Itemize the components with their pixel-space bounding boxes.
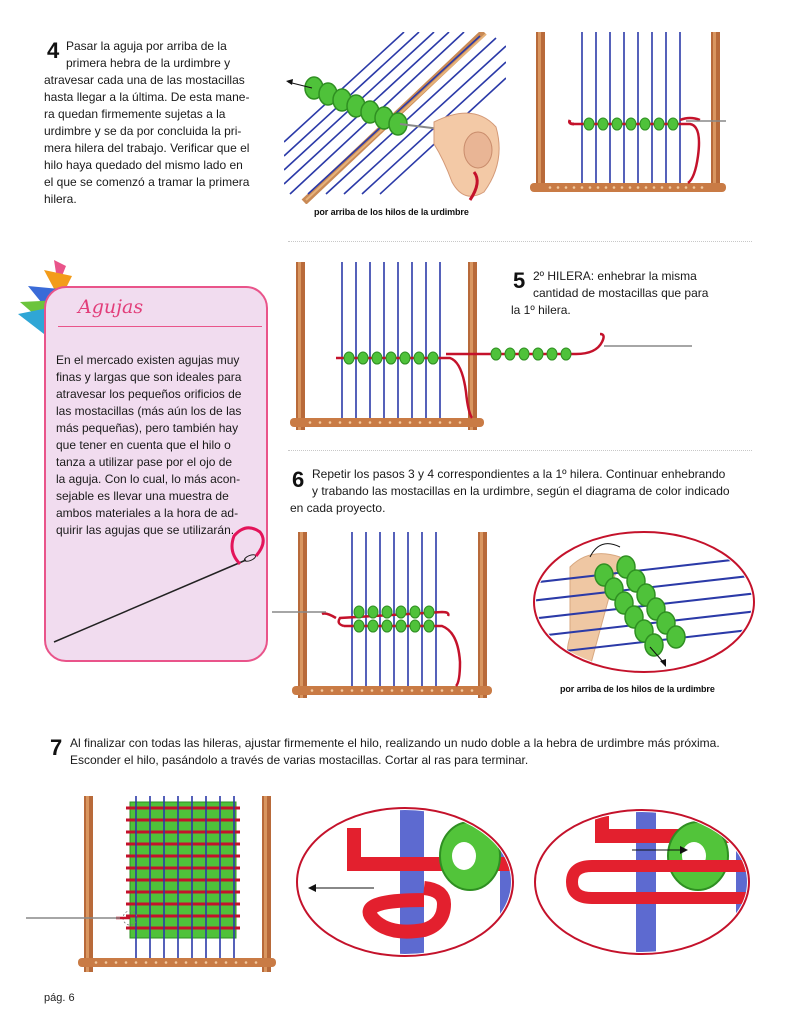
agujas-line: más pequeñas), pero también hay — [56, 421, 239, 435]
agujas-line: atravesar los pequeños orificios de — [56, 387, 242, 401]
agujas-title-underline — [58, 326, 262, 327]
agujas-line: las mostacillas (más aún los de las — [56, 404, 242, 418]
step-4-illustration-angled — [284, 32, 506, 204]
step-6-number: 6 — [292, 467, 305, 492]
separator — [288, 450, 752, 451]
needle-icon — [53, 526, 265, 643]
page-number: pág. 6 — [44, 992, 75, 1004]
step-6-caption: por arriba de los hilos de la urdimbre — [560, 684, 715, 694]
step-7-line: Al finalizar con todas las hileras, ajus… — [70, 736, 720, 750]
step-4-line: hilera. — [44, 192, 77, 206]
step-5-illustration-loom — [290, 262, 692, 430]
step-4-caption: por arriba de los hilos de la urdimbre — [314, 207, 469, 217]
step-7-text: Al finalizar con todas las hileras, ajus… — [70, 735, 770, 769]
step-6-line: en cada proyecto. — [290, 501, 386, 515]
agujas-line: finas y largas que son ideales para — [56, 370, 242, 384]
step-5-line: cantidad de mostacillas que para — [533, 286, 709, 300]
agujas-line: sejable es llevar una muestra de — [56, 489, 229, 503]
step-5-line: 2º HILERA: enhebrar la misma — [533, 269, 697, 283]
agujas-line: que tener en cuenta que el hilo o — [56, 438, 231, 452]
step-6-line: Repetir los pasos 3 y 4 correspondientes… — [312, 467, 726, 481]
step-5-line: la 1º hilera. — [511, 303, 571, 317]
agujas-line: quirir las agujas que se utilizarán. — [56, 523, 235, 537]
step-5-number: 5 — [513, 268, 526, 293]
agujas-line: ambos materiales a la hora de ad- — [56, 506, 239, 520]
step-6-detail-oval — [533, 531, 755, 673]
step-6-line: y trabando las mostacillas en la urdimbr… — [312, 484, 730, 498]
step-7-number: 7 — [50, 735, 63, 760]
step-4-number: 4 — [47, 38, 60, 63]
step-7-detail-oval-a — [296, 807, 514, 957]
step-4-illustration-loom — [530, 32, 726, 192]
step-4-line: primera hebra de la urdimbre y — [66, 56, 231, 70]
step-4-line: urdimbre y se da por concluida la pri- — [44, 124, 242, 138]
step-5-text: 2º HILERA: enhebrar la misma cantidad de… — [511, 268, 751, 319]
separator — [288, 241, 752, 242]
step-6-illustration-loom — [272, 532, 492, 698]
step-7-detail-oval-b — [534, 809, 750, 955]
step-4-line: hasta llegar a la última. De esta mane- — [44, 90, 250, 104]
agujas-title: Agujas — [78, 296, 144, 318]
agujas-text: En el mercado existen agujas muy finas y… — [56, 352, 262, 539]
agujas-line: En el mercado existen agujas muy — [56, 353, 240, 367]
step-4-line: ra quedan firmemente sujetas a la — [44, 107, 226, 121]
step-7-line: Esconder el hilo, pasándolo a través de … — [70, 753, 529, 767]
step-4-text: Pasar la aguja por arriba de la primera … — [44, 38, 284, 208]
step-4-line: mera hilera del trabajo. Verificar que e… — [44, 141, 250, 155]
agujas-line: la aguja. Con lo cual, lo más acon- — [56, 472, 241, 486]
step-7-illustration-loom — [26, 796, 276, 972]
step-4-line: atravesar cada una de las mostacillas — [44, 73, 245, 87]
step-4-line: el que se comenzó a tramar la primera — [44, 175, 250, 189]
step-4-line: Pasar la aguja por arriba de la — [66, 39, 227, 53]
step-6-text: Repetir los pasos 3 y 4 correspondientes… — [290, 466, 760, 517]
agujas-box — [44, 286, 268, 662]
agujas-line: tanza a utilizar pase por el ojo de — [56, 455, 233, 469]
step-4-line: hilo haya quedado del mismo lado en — [44, 158, 243, 172]
